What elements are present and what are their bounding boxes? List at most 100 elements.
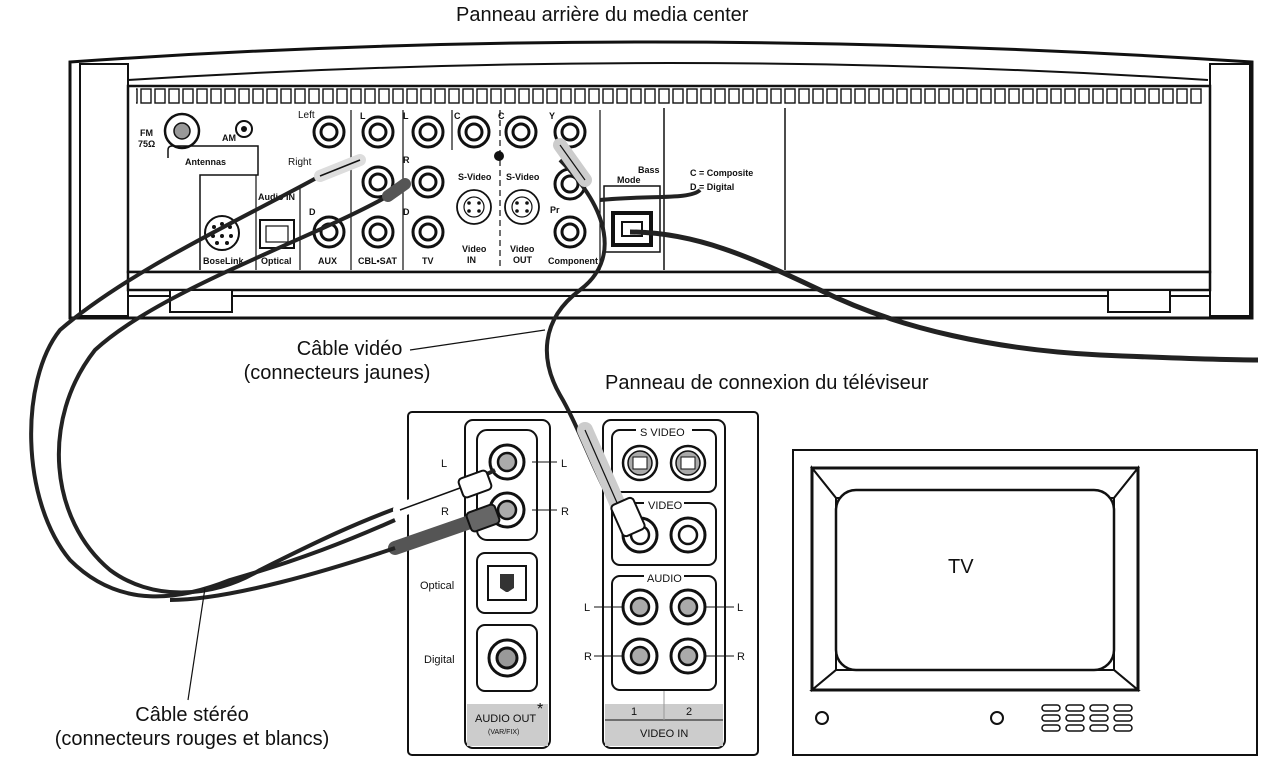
rca-jack[interactable] [361, 215, 395, 249]
tv-audio-in-r-jack-2[interactable] [669, 637, 707, 675]
tv-sensor [990, 711, 1004, 725]
tv-connection-panel: AUDIO OUT (VAR/FIX) * L R L R Optical Di… [407, 411, 759, 756]
tv-audio-out-l-jack[interactable] [488, 443, 526, 481]
audio-out-label: AUDIO OUT [475, 713, 536, 725]
stereo-callout-leader [187, 587, 206, 701]
video-in-label-2: IN [467, 255, 476, 265]
audio-group-label: AUDIO [647, 573, 682, 585]
d-label-1: D [309, 207, 316, 217]
c-label-1: C [454, 111, 461, 121]
tv-optical-port[interactable] [487, 565, 527, 601]
svideo-in-label: S-Video [458, 172, 492, 182]
yellow-rca-plug [610, 496, 646, 538]
tv-audio-in-l-jack-2[interactable] [669, 588, 707, 626]
rca-jack[interactable] [312, 115, 346, 149]
tv-l-label-left: L [441, 458, 447, 470]
pr-label: Pr [550, 205, 560, 215]
tv-l-label-right: L [561, 458, 567, 470]
audio-l-label-left: L [584, 602, 590, 614]
video-cable-sublabel: (connecteurs jaunes) [243, 362, 431, 384]
rca-jack[interactable] [361, 165, 395, 199]
tv-audio-in-r-jack-1[interactable] [621, 637, 659, 675]
r-label-1: R [403, 155, 410, 165]
rca-jack[interactable] [411, 215, 445, 249]
s-video-group-label: S VIDEO [640, 427, 685, 439]
video-in-column-2-label: 2 [686, 706, 692, 718]
d-label-2: D [403, 207, 410, 217]
tv-label: TV [948, 556, 974, 578]
video-out-label-2: OUT [513, 255, 533, 265]
rca-jack[interactable] [411, 115, 445, 149]
antenna-section: FM 75Ω AM Antennas [138, 112, 259, 270]
television: TV [792, 449, 1258, 756]
video-cable-label: Câble vidéo [296, 338, 403, 360]
mode-label: Mode [617, 175, 641, 185]
mode-bass-port[interactable] [611, 211, 653, 247]
indicator-dot [494, 151, 504, 161]
tv-r-label-left: R [441, 506, 449, 518]
video-group-label: VIDEO [648, 500, 683, 512]
audio-r-label-left: R [584, 651, 592, 663]
video-in-label: VIDEO IN [640, 728, 688, 740]
bass-label: Bass [638, 165, 660, 175]
tv-power-button[interactable] [815, 711, 829, 725]
tv-optical-label: Optical [420, 580, 454, 592]
tv-panel-title: Panneau de connexion du téléviseur [605, 372, 929, 394]
power-cable [599, 188, 1259, 363]
svideo-out-label: S-Video [506, 172, 540, 182]
video-out-label-1: Video [510, 244, 535, 254]
media-center-title: Panneau arrière du media center [456, 4, 749, 26]
rca-jack[interactable] [411, 165, 445, 199]
tv-digital-label: Digital [424, 654, 455, 666]
video-cable [409, 138, 646, 538]
l-label-1: L [360, 111, 366, 121]
tv-audio-in-l-jack-1[interactable] [621, 588, 659, 626]
tv-r-label-right: R [561, 506, 569, 518]
audio-r-label-right: R [737, 651, 745, 663]
am-label: AM [222, 133, 236, 143]
legend-digital: D = Digital [690, 182, 734, 192]
media-center-rear-panel [68, 40, 1254, 320]
rca-jack[interactable] [504, 115, 538, 149]
stereo-cable-label: Câble stéréo [135, 704, 249, 726]
svideo-in-port[interactable] [456, 189, 492, 225]
video-in-label-1: Video [462, 244, 487, 254]
tv-jack-label: TV [422, 256, 434, 266]
stereo-cable-sublabel: (connecteurs rouges et blancs) [54, 728, 330, 750]
cbl-sat-label: CBL•SAT [358, 256, 397, 266]
boselink-label: BoseLink [203, 256, 245, 266]
y-label: Y [549, 111, 555, 121]
antennas-label: Antennas [185, 157, 226, 167]
l-label-2: L [403, 111, 409, 121]
right-foot [1107, 289, 1171, 313]
rca-jack[interactable] [457, 115, 491, 149]
tv-screen [834, 488, 1116, 672]
tv-video-jack-2[interactable] [669, 516, 707, 554]
stereo-cable-callout: Câble stéréo (connecteurs rouges et blan… [22, 703, 362, 751]
stereo-cable [29, 154, 501, 701]
video-in-column-1-label: 1 [631, 706, 637, 718]
var-fix-label: (VAR/FIX) [488, 729, 519, 736]
aux-label: AUX [318, 256, 337, 266]
rca-jack-columns: Left Right L L C C Y R D D Pr AUX CBL•SA… [288, 110, 753, 270]
tv-digital-jack[interactable] [487, 638, 527, 678]
svideo-out-port[interactable] [504, 189, 540, 225]
right-jack-label: Right [288, 157, 312, 168]
rca-jack[interactable] [361, 115, 395, 149]
red-rca-plug [465, 503, 501, 533]
tv-svideo-port-1[interactable] [621, 444, 659, 482]
audio-l-label-right: L [737, 602, 743, 614]
video-cable-callout: Câble vidéo (connecteurs jaunes) [222, 337, 452, 385]
tv-svideo-port-2[interactable] [669, 444, 707, 482]
rca-jack[interactable] [553, 215, 587, 249]
asterisk-label: * [537, 701, 543, 718]
tv-control-buttons[interactable] [1041, 704, 1133, 732]
vent-slots [136, 88, 1202, 106]
optical-label-media-center: Optical [261, 256, 292, 266]
c-label-2: C [498, 111, 505, 121]
white-rca-plug [457, 469, 493, 499]
fm-label: FM [140, 128, 153, 138]
legend-composite: C = Composite [690, 168, 753, 178]
fm-ohm-label: 75Ω [138, 139, 155, 149]
